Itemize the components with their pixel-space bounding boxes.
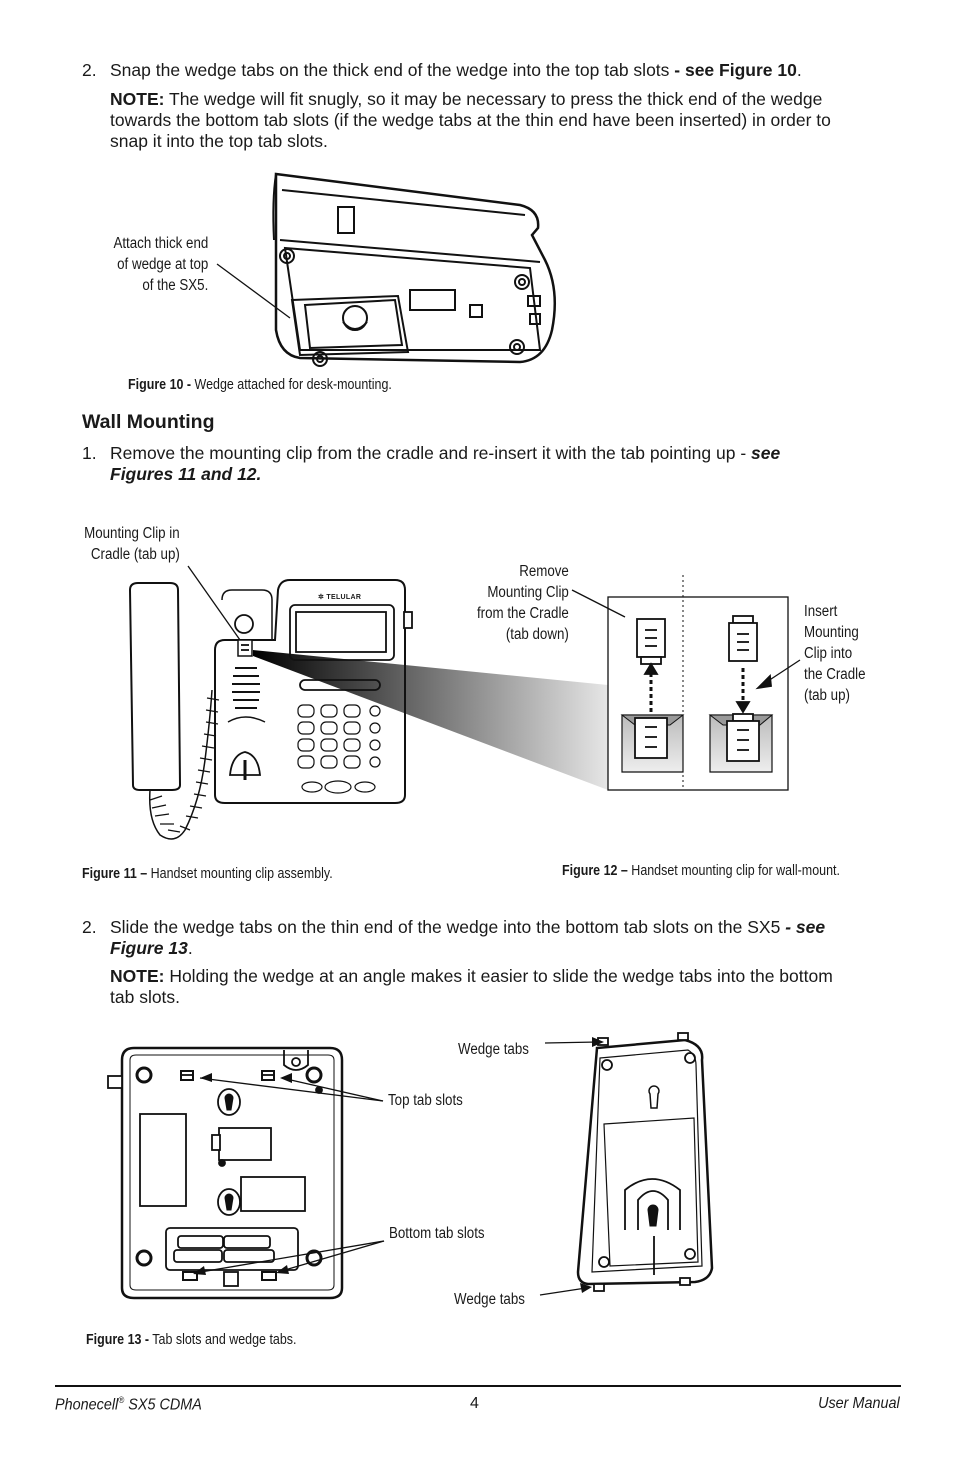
callout-line: of wedge at top [116,256,208,273]
step-text: Remove the mounting clip from the cradle… [110,443,752,463]
figure12-callout-remove: Remove Mounting Clip from the Cradle (ta… [477,561,569,645]
callout-line: Mounting Clip [487,584,569,601]
callout-line: Remove [519,563,569,580]
note-2: NOTE: Holding the wedge at an angle make… [110,966,910,1008]
step-number: 2. [82,60,97,80]
bottom-tab-slots-label: Bottom tab slots [389,1225,485,1242]
registered-mark: ® [118,1395,125,1405]
callout-line: (tab down) [506,626,569,643]
brand-text: TELULAR [326,594,362,601]
note-line: tab slots. [110,987,181,1007]
step-text-end: . [187,938,193,958]
note-label: NOTE: [110,89,165,109]
figure11-caption: Figure 11 – Handset mounting clip assemb… [82,866,333,882]
step-text: Slide the wedge tabs on the thin end of … [110,917,786,937]
caption-label: Figure 10 - [128,377,192,393]
figure12-callout-insert: Insert Mounting Clip into the Cradle (ta… [804,601,866,706]
step-text-end: . [796,60,802,80]
caption-label: Figure 12 – [562,863,628,879]
note-line: The wedge will fit snugly, so it may be … [164,89,823,109]
step-figure-ref: Figures 11 and 12. [110,464,262,484]
figure10-caption: Figure 10 - Wedge attached for desk-moun… [128,377,392,393]
callout-line: Cradle (tab up) [90,546,180,563]
step-figure-ref: Figure 13 [110,938,188,958]
caption-label: Figure 13 - [86,1332,150,1348]
callout-line: (tab up) [804,687,850,704]
callout-line: the Cradle [804,666,866,683]
telular-logo: ✲ TELULAR [318,593,361,601]
footer-doc-title: User Manual [818,1395,900,1412]
callout-line: Mounting [804,624,859,641]
step-2-desk-text: Snap the wedge tabs on the thick end of … [110,60,910,81]
step-figure-ref: - see Figure 10 [674,60,797,80]
caption-text: Handset mounting clip for wall-mount. [627,863,840,879]
note-line: Holding the wedge at an angle makes it e… [164,966,833,986]
step-text: Snap the wedge tabs on the thick end of … [110,60,675,80]
callout-line: of the SX5. [142,277,208,294]
caption-text: Tab slots and wedge tabs. [149,1332,297,1348]
step-number: 2. [82,917,97,937]
telular-star-icon: ✲ [318,594,327,601]
note-line: snap it into the top tab slots. [110,131,328,151]
callout-line: from the Cradle [477,605,569,622]
footer-rule [55,1385,901,1387]
note-label: NOTE: [110,966,165,986]
product-name: Phonecell [55,1396,119,1414]
figure12-caption: Figure 12 – Handset mounting clip for wa… [562,863,840,879]
note-1: NOTE: The wedge will fit snugly, so it m… [110,89,910,152]
step-see: see [751,443,781,463]
caption-text: Wedge attached for desk-mounting. [191,377,392,393]
wall-step-2: Slide the wedge tabs on the thin end of … [110,917,910,959]
figure10-callout: Attach thick end of wedge at top of the … [113,233,208,296]
caption-text: Handset mounting clip assembly. [147,866,333,882]
top-tab-slots-label: Top tab slots [388,1092,463,1109]
caption-label: Figure 11 – [82,866,148,882]
callout-line: Clip into [804,645,853,662]
figure13-caption: Figure 13 - Tab slots and wedge tabs. [86,1332,296,1348]
step-number: 1. [82,443,97,463]
page-number: 4 [470,1395,479,1412]
product-model: SX5 CDMA [124,1396,202,1414]
callout-line: Insert [804,603,838,620]
figure11-callout: Mounting Clip in Cradle (tab up) [84,523,180,565]
section-heading: Wall Mounting [82,411,215,433]
step-see: - see [785,917,826,937]
footer-product: Phonecell® SX5 CDMA [55,1395,202,1414]
wedge-tabs-bottom-label: Wedge tabs [454,1291,525,1308]
callout-line: Attach thick end [113,235,208,252]
wedge-tabs-top-label: Wedge tabs [458,1041,529,1058]
note-line: towards the bottom tab slots (if the wed… [110,110,831,130]
wall-step-1: Remove the mounting clip from the cradle… [110,443,900,485]
callout-line: Mounting Clip in [84,525,180,542]
